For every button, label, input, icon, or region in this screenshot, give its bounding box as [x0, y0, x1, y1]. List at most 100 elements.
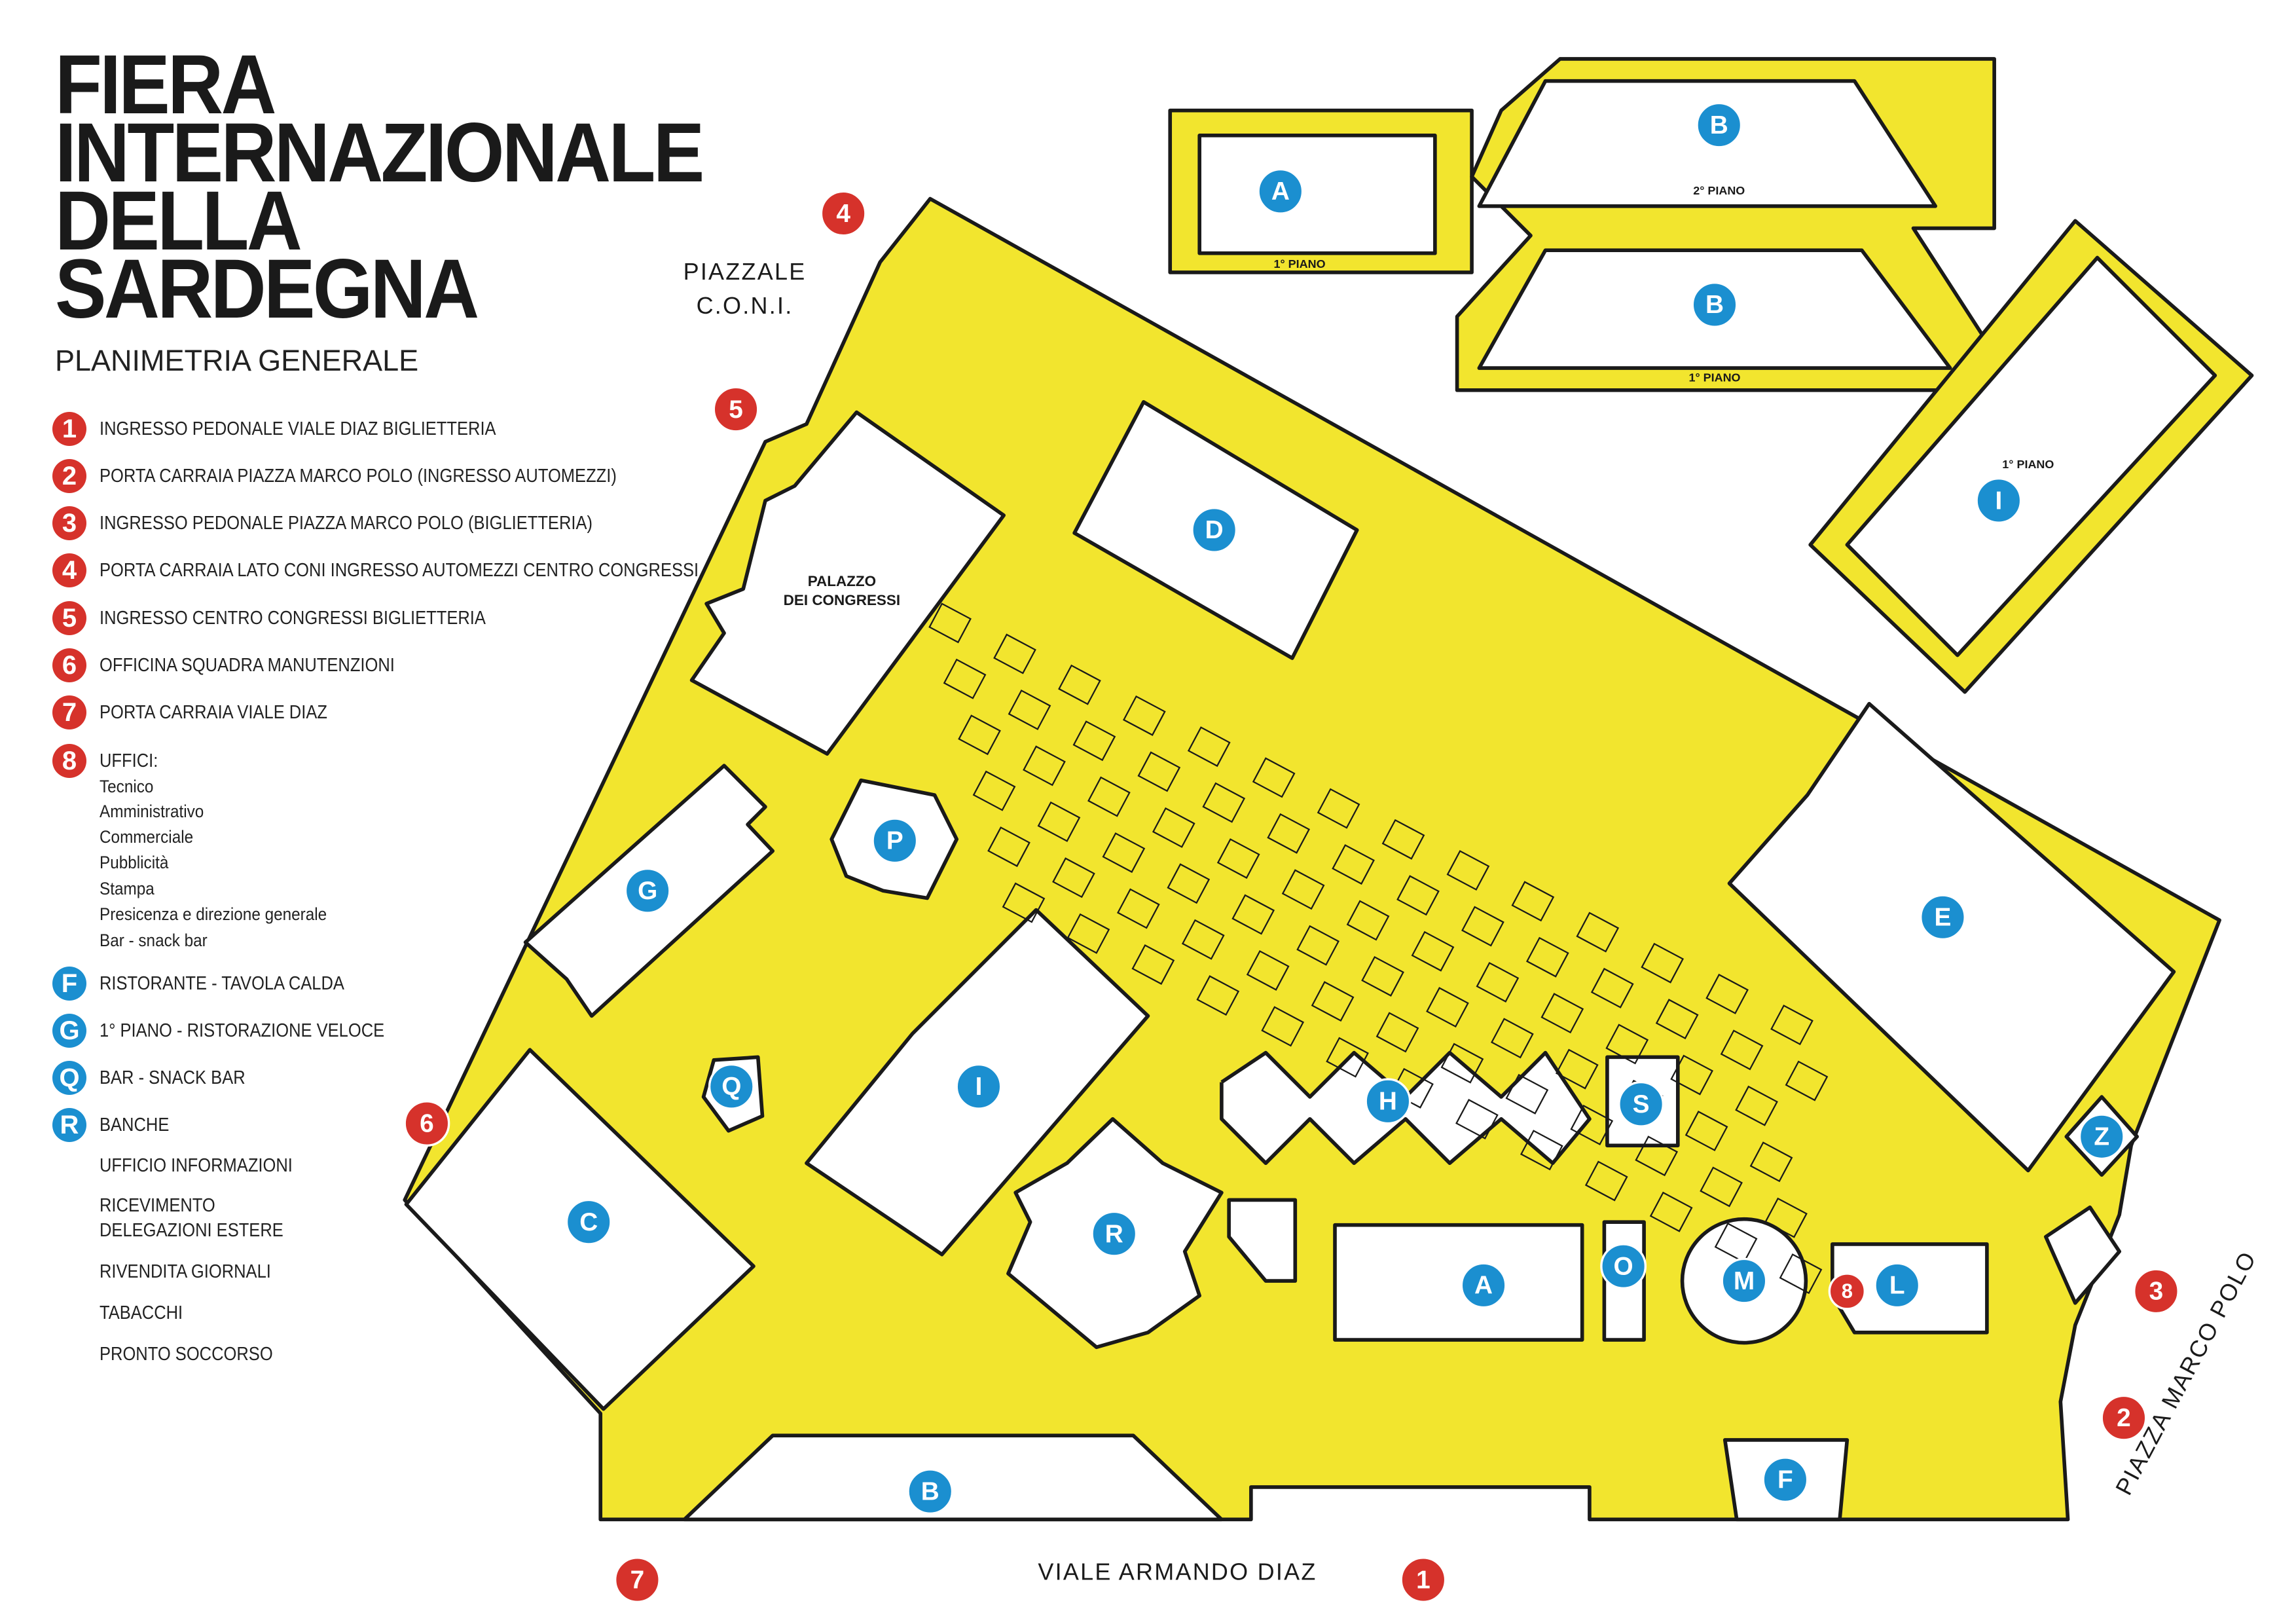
piazzale-label: PIAZZALE	[683, 258, 807, 285]
exhibition-stand	[1605, 1024, 1649, 1065]
pavilion-marker-circle	[1600, 1243, 1647, 1290]
building-177	[1227, 1198, 1298, 1283]
exhibition-stand	[1749, 1141, 1793, 1183]
pavilion-marker-circle	[1691, 282, 1738, 328]
pavilion-marker-icon: G	[52, 1014, 86, 1048]
pavilion-marker-circle	[1460, 1262, 1507, 1309]
exhibition-stand	[1649, 1191, 1693, 1232]
entrance-marker-circle	[2133, 1268, 2179, 1315]
page-title: FIERA INTERNAZIONALE DELLA SARDEGNA	[55, 43, 704, 336]
pavilion-marker-circle	[1618, 1080, 1665, 1128]
pavilion-marker: A	[1257, 168, 1304, 215]
exhibition-stand	[1326, 1037, 1369, 1078]
exhibition-stand	[1655, 999, 1699, 1040]
exhibition-stand	[987, 826, 1030, 868]
exhibition-stand	[1411, 931, 1455, 972]
pavilion-marker: B	[1696, 101, 1743, 149]
exhibition-stand	[1311, 981, 1355, 1022]
legend-label: BAR - SNACK BAR	[100, 1067, 246, 1088]
legend-office-item: Commerciale	[100, 827, 194, 847]
entrance-marker: 6	[403, 1100, 450, 1147]
exhibition-stand	[1072, 720, 1116, 762]
pavilion-marker: A	[1460, 1262, 1507, 1309]
exhibition-stand	[1779, 1253, 1823, 1295]
page-subtitle: PLANIMETRIA GENERALE	[55, 344, 419, 377]
pavilion-marker: Q	[708, 1063, 755, 1110]
pavilion-marker-circle	[565, 1198, 612, 1246]
exhibition-stand	[1087, 776, 1131, 817]
palazzo-dei-congressi	[689, 410, 1006, 756]
pavilion-marker: E	[1920, 894, 1966, 941]
pavilion-marker-label: E	[1935, 904, 1952, 932]
pavilion-marker-label: D	[1205, 516, 1224, 544]
exhibition-stand	[1505, 1073, 1549, 1115]
exhibition-stand	[1008, 689, 1051, 730]
legend-office-item: Tecnico	[100, 777, 154, 796]
exhibition-stand	[1231, 894, 1275, 935]
exhibition-stand	[1455, 1099, 1499, 1140]
exhibition-stand	[972, 770, 1016, 811]
entrance-marker-label: 2	[2117, 1404, 2131, 1432]
entrance-marker: 4	[820, 190, 867, 237]
pavilion-marker: B	[1691, 282, 1738, 328]
pavilion-marker: P	[871, 817, 919, 864]
exhibition-stand	[1066, 913, 1110, 954]
pavilion-marker: R	[1091, 1210, 1138, 1257]
entrance-marker-circle	[712, 386, 759, 433]
entrance-marker-label: 7	[630, 1566, 645, 1594]
pavilion-marker-circle	[624, 867, 671, 914]
exhibition-stand	[1317, 788, 1360, 829]
entrance-marker: 1	[1400, 1557, 1447, 1603]
exhibition-stand	[1714, 1222, 1758, 1263]
pavilion-marker-label: M	[1734, 1267, 1755, 1295]
exhibition-stand	[1117, 888, 1160, 929]
palazzo-label-2: DEI CONGRESSI	[784, 592, 901, 608]
pavilion-marker-circle	[1975, 477, 2022, 524]
exhibition-stand	[1202, 782, 1246, 823]
entrance-marker-label: 6	[420, 1109, 434, 1137]
exhibition-stand	[1137, 751, 1181, 792]
exhibition-stand	[1511, 881, 1555, 922]
palazzo-label-1: PALAZZO	[808, 573, 876, 589]
exhibition-stand	[1440, 1043, 1484, 1084]
pavilion-marker-circle	[1874, 1262, 1921, 1309]
floor-1-label: 1° PIANO	[1688, 371, 1740, 384]
title-line: SARDEGNA	[55, 242, 479, 336]
entrance-marker-circle	[614, 1557, 661, 1603]
exhibition-stand	[1332, 844, 1375, 885]
entrance-marker-label: 5	[729, 396, 743, 424]
legend-office-item: Stampa	[100, 879, 155, 898]
entrance-marker-label: 3	[2149, 1278, 2164, 1306]
pavilion-marker: G	[624, 867, 671, 914]
piazza-marco-polo-label: PIAZZA MARCO POLO	[2110, 1246, 2261, 1500]
exhibition-stand	[958, 714, 1001, 756]
entrance-marker-icon: 4	[52, 553, 86, 587]
exhibition-stand	[1576, 912, 1620, 953]
legend-office-item: Presicenza e direzione generale	[100, 904, 327, 924]
exhibition-stand	[1525, 936, 1569, 978]
exhibition-stand	[1296, 925, 1339, 966]
exhibition-stand	[993, 633, 1036, 674]
exhibition-stand	[1281, 869, 1325, 910]
pavilion-marker-circle	[955, 1063, 1002, 1110]
pavilion-marker-label: H	[1379, 1088, 1397, 1116]
entrance-marker: 8	[1828, 1272, 1866, 1310]
pavilion-marker-circle	[1696, 101, 1743, 149]
exhibition-stand	[1376, 1012, 1419, 1053]
pavilion-marker-label: P	[886, 827, 903, 855]
entrance-marker-circle	[820, 190, 867, 237]
entrance-marker: 5	[712, 386, 759, 433]
pavilion-marker-label: B	[921, 1477, 939, 1505]
exhibition-stand	[1346, 900, 1390, 941]
pavilion-marker-label: L	[1889, 1272, 1905, 1300]
pavilion-marker: Z	[2078, 1113, 2125, 1160]
exhibition-stand	[1461, 906, 1504, 947]
legend-office-item: Amministrativo	[100, 802, 204, 821]
legend-label: RISTORANTE - TAVOLA CALDA	[100, 972, 344, 994]
legend-other-item: RICEVIMENTO DELEGAZIONI ESTERE	[100, 1195, 283, 1241]
pavilion-marker: I	[1975, 477, 2022, 524]
pavilion-marker-label: O	[1614, 1252, 1633, 1280]
